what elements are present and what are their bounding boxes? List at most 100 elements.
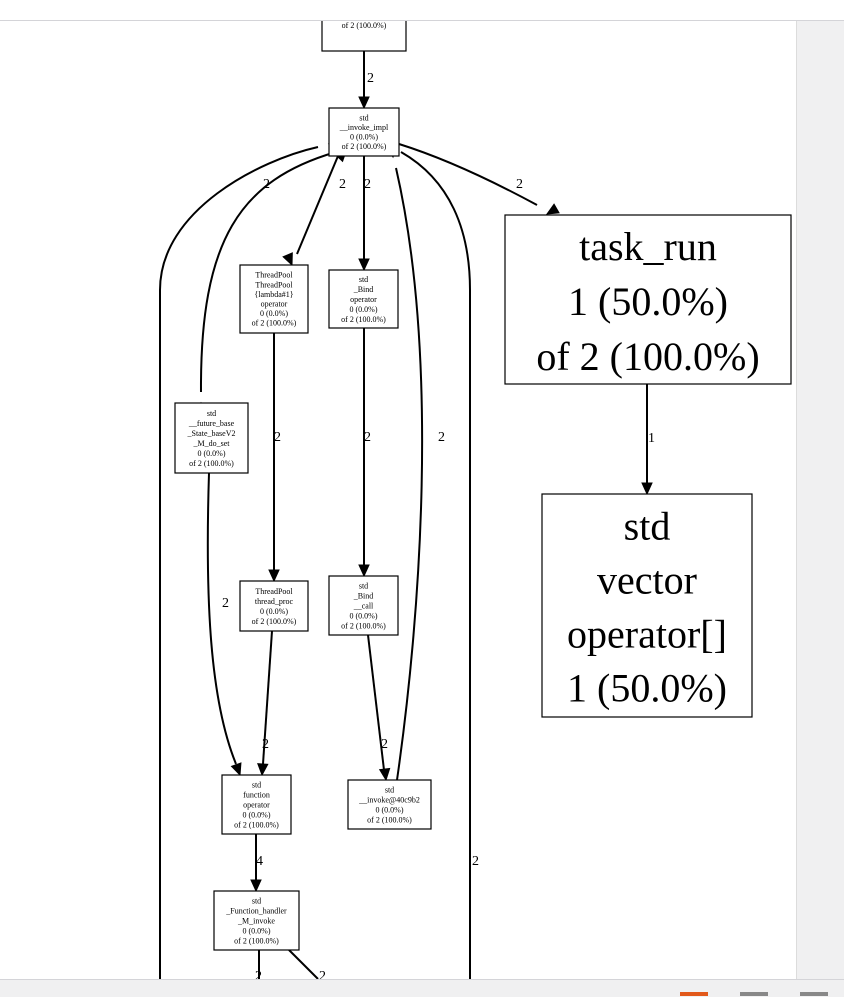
node-label-line: std bbox=[359, 113, 368, 122]
node-top-partial[interactable]: _0 (0.0%)of 2 (100.0%) bbox=[321, 21, 407, 52]
edge-label: 2 bbox=[262, 737, 269, 752]
edge-label: 2 bbox=[367, 71, 374, 86]
node-label-line: of 2 (100.0%) bbox=[234, 936, 279, 945]
edge-function-to-handler: 4 bbox=[250, 834, 263, 893]
edge-label: 2 bbox=[516, 177, 523, 192]
node-label-line: of 2 (100.0%) bbox=[252, 617, 297, 626]
node-label-line: std bbox=[624, 504, 671, 549]
edge-label: 4 bbox=[256, 854, 263, 869]
node-label-line: std bbox=[252, 896, 261, 905]
edge-arrowhead bbox=[358, 564, 370, 578]
nodes-layer: _0 (0.0%)of 2 (100.0%)std__invoke_impl0 … bbox=[174, 21, 792, 951]
edge-label: 2 bbox=[472, 854, 479, 869]
node-box bbox=[174, 402, 249, 474]
edge-handler-out-right: 2 bbox=[288, 949, 326, 979]
node-label-line: ThreadPool bbox=[255, 280, 293, 289]
node-box bbox=[504, 214, 792, 385]
edge-threadpool-to-threadproc: 2 bbox=[268, 333, 281, 583]
vertical-scrollbar[interactable] bbox=[796, 21, 844, 979]
node-box bbox=[328, 107, 400, 157]
edge-arrowhead bbox=[230, 762, 242, 777]
node-label-line: _M_invoke bbox=[237, 916, 275, 925]
edge-right-loop: 2 bbox=[383, 138, 479, 979]
node-label-line: ThreadPool bbox=[255, 587, 293, 596]
node-label-line: task_run bbox=[579, 224, 717, 269]
edge-line bbox=[262, 630, 273, 765]
node-label-line: operator bbox=[261, 299, 288, 308]
node-label-line: std bbox=[207, 409, 216, 418]
edge-arrowhead bbox=[282, 252, 293, 267]
edge-line bbox=[398, 143, 538, 206]
node-label-line: 0 (0.0%) bbox=[350, 305, 378, 314]
node-label-line: __invoke_impl bbox=[339, 123, 389, 132]
node-label-line: std bbox=[385, 785, 394, 794]
edge-invoke40-to-invoke: 2 bbox=[386, 144, 445, 781]
node-label-line: of 2 (100.0%) bbox=[252, 319, 297, 328]
node-label-line: of 2 (100.0%) bbox=[342, 21, 387, 30]
edge-arrowhead bbox=[545, 203, 560, 215]
node-threadpool-lambda[interactable]: ThreadPoolThreadPool{lambda#1}operator0 … bbox=[239, 264, 309, 334]
edge-line bbox=[400, 151, 471, 979]
edge-invoke-to-taskrun: 2 bbox=[398, 143, 560, 215]
edge-taskrun-to-vector: 1 bbox=[641, 384, 655, 496]
edge-label: 2 bbox=[255, 969, 262, 979]
node-label-line: vector bbox=[597, 558, 697, 603]
edge-label: 2 bbox=[438, 430, 445, 445]
edge-arrowhead bbox=[250, 879, 262, 893]
node-label-line: operator bbox=[243, 800, 270, 809]
edge-invoke-to-bind: 2 bbox=[358, 156, 371, 272]
node-label-line: operator[] bbox=[567, 612, 727, 657]
node-label-line: 0 (0.0%) bbox=[350, 611, 378, 620]
node-label-line: 0 (0.0%) bbox=[243, 810, 271, 819]
node-label-line: __call bbox=[353, 601, 374, 610]
window-button-icon[interactable] bbox=[740, 992, 768, 996]
node-label-line: 0 (0.0%) bbox=[198, 449, 226, 458]
edge-bindcall-to-invoke40: 2 bbox=[367, 634, 391, 782]
node-label-line: std bbox=[252, 780, 261, 789]
node-label-line: operator bbox=[350, 295, 377, 304]
node-box bbox=[239, 264, 309, 334]
edge-line bbox=[288, 949, 319, 979]
node-box bbox=[328, 269, 399, 329]
node-label-line: 0 (0.0%) bbox=[376, 805, 404, 814]
edge-line bbox=[395, 167, 424, 781]
grid-view-icon[interactable] bbox=[800, 992, 828, 996]
edge-arrowhead bbox=[378, 767, 391, 782]
edge-label: 2 bbox=[339, 177, 346, 192]
orange-tab-icon[interactable] bbox=[680, 992, 708, 996]
window-top-edge bbox=[0, 0, 844, 21]
node-label-line: 0 (0.0%) bbox=[260, 309, 288, 318]
node-label-line: function bbox=[243, 790, 270, 799]
node-label-line: _Bind bbox=[353, 591, 374, 600]
node-future-base[interactable]: std__future_base_State_baseV2_M_do_set0 … bbox=[174, 402, 249, 474]
node-box bbox=[213, 890, 300, 951]
node-label-line: of 2 (100.0%) bbox=[234, 820, 279, 829]
edge-line bbox=[296, 155, 339, 255]
edge-label: 2 bbox=[319, 969, 326, 979]
edge-handler-out-left: 2 bbox=[255, 950, 262, 979]
edge-threadproc-to-function: 2 bbox=[257, 630, 273, 777]
edge-arrowhead bbox=[358, 96, 370, 110]
status-bar bbox=[0, 979, 844, 997]
edge-arrowhead bbox=[641, 482, 653, 496]
node-label-line: std bbox=[359, 581, 368, 590]
node-box bbox=[541, 493, 753, 718]
edge-label: 2 bbox=[364, 430, 371, 445]
node-label-line: _State_baseV2 bbox=[187, 429, 236, 438]
edge-arrowhead bbox=[358, 258, 370, 272]
node-label-line: 1 (50.0%) bbox=[568, 279, 728, 324]
node-label-line: of 2 (100.0%) bbox=[189, 459, 234, 468]
node-label-line: thread_proc bbox=[255, 597, 294, 606]
node-label-line: __invoke@40c9b2 bbox=[358, 795, 420, 804]
